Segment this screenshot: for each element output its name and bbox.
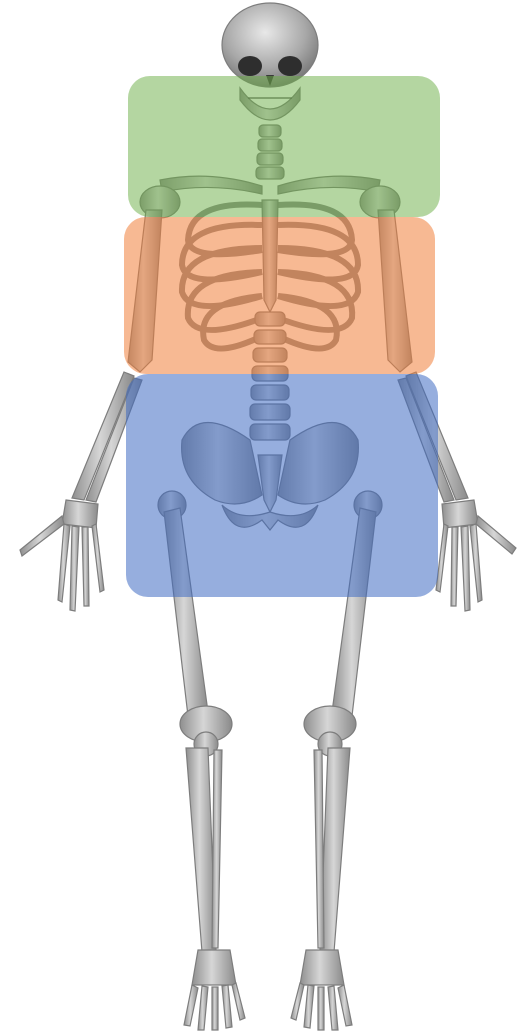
upper-body-region-highlight bbox=[128, 76, 440, 217]
middle-body-region-highlight bbox=[124, 217, 435, 374]
feet bbox=[184, 950, 352, 1030]
lower-legs bbox=[186, 748, 350, 952]
lower-body-region-highlight bbox=[126, 374, 438, 597]
